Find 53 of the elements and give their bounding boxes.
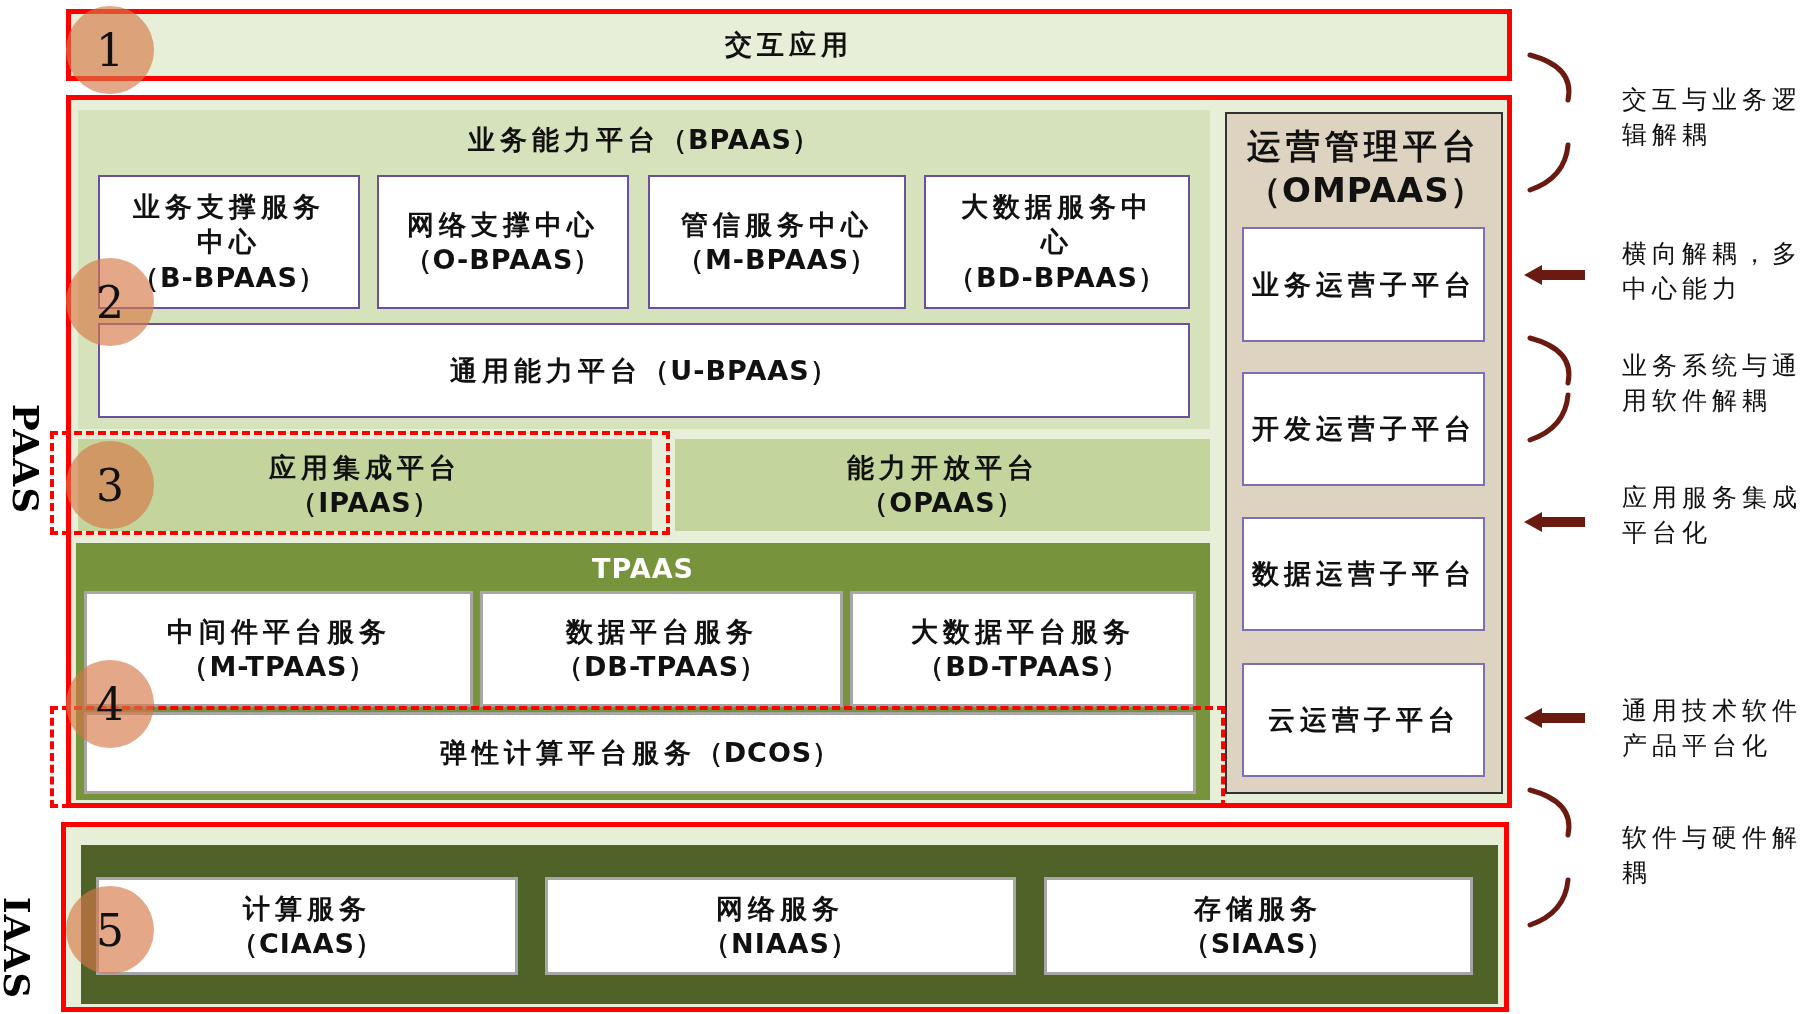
panel-title: TPAAS: [591, 552, 695, 586]
callout-number: 1: [66, 6, 154, 94]
box-label: 管信服务中心（M-BPAAS）: [676, 207, 878, 277]
platform-panel: [675, 439, 1210, 531]
box-label: 网络服务（NIAAS）: [703, 891, 858, 961]
note-text: 横向解耦，多中心能力: [1622, 238, 1803, 305]
note-text: 交互与业务逻辑解耦: [1622, 84, 1803, 151]
box-label: 通用能力平台（U-BPAAS）: [450, 353, 838, 388]
service-box: [1044, 877, 1473, 975]
note-text: 应用服务集成平台化: [1622, 482, 1803, 549]
box-label: 网络支撑中心（O-BPAAS）: [404, 207, 602, 277]
box-label: 数据运营子平台: [1251, 557, 1476, 592]
service-box: [480, 591, 843, 707]
box-label: 数据平台服务（DB-TPAAS）: [554, 614, 769, 684]
box-label: 业务支撑服务中心（B-BPAAS）: [132, 190, 326, 295]
service-box: [1242, 663, 1485, 777]
layer-band: [66, 9, 1512, 81]
note-text: 业务系统与通用软件解耦: [1622, 350, 1803, 417]
service-box: [377, 175, 629, 309]
platform-panel: [78, 110, 1210, 429]
box-label: 交互应用: [725, 28, 853, 63]
platform-panel: [76, 543, 1210, 800]
service-box: [850, 591, 1196, 707]
box-label: 应用集成平台（IPAAS）: [268, 450, 462, 520]
service-box: [96, 877, 518, 975]
panel-title: 业务能力平台（BPAAS）: [466, 123, 822, 157]
service-box: [648, 175, 906, 309]
box-label: 计算服务（CIAAS）: [230, 891, 384, 961]
panel-title: 运营管理平台（OMPAAS）: [1246, 125, 1486, 213]
box-label: 能力开放平台（OPAAS）: [845, 450, 1040, 520]
box-label: 云运营子平台: [1267, 703, 1460, 738]
platform-panel: [1225, 112, 1503, 794]
service-box: [98, 323, 1190, 418]
platform-panel: [78, 439, 652, 531]
box-label: 中间件平台服务（M-TPAAS）: [165, 614, 392, 684]
box-label: 业务运营子平台: [1251, 267, 1476, 302]
callout-number: 3: [66, 441, 154, 529]
box-label: 开发运营子平台: [1251, 412, 1476, 447]
layer-title: PAAS: [5, 403, 48, 515]
box-label: 大数据平台服务（BD-TPAAS）: [910, 614, 1136, 684]
box-label: 大数据服务中心（BD-BPAAS）: [948, 190, 1166, 295]
service-box: [1242, 227, 1485, 342]
callout-number: 4: [66, 660, 154, 748]
layer-title: IAAS: [0, 896, 39, 1000]
box-label: 弹性计算平台服务（DCOS）: [439, 736, 841, 771]
service-box: [924, 175, 1190, 309]
box-label: 存储服务（SIAAS）: [1182, 891, 1335, 961]
service-box: [545, 877, 1016, 975]
service-box: [1242, 517, 1485, 631]
note-text: 软件与硬件解耦: [1622, 822, 1803, 889]
callout-number: 5: [66, 886, 154, 974]
service-box: [1242, 372, 1485, 486]
note-text: 通用技术软件产品平台化: [1622, 695, 1803, 762]
